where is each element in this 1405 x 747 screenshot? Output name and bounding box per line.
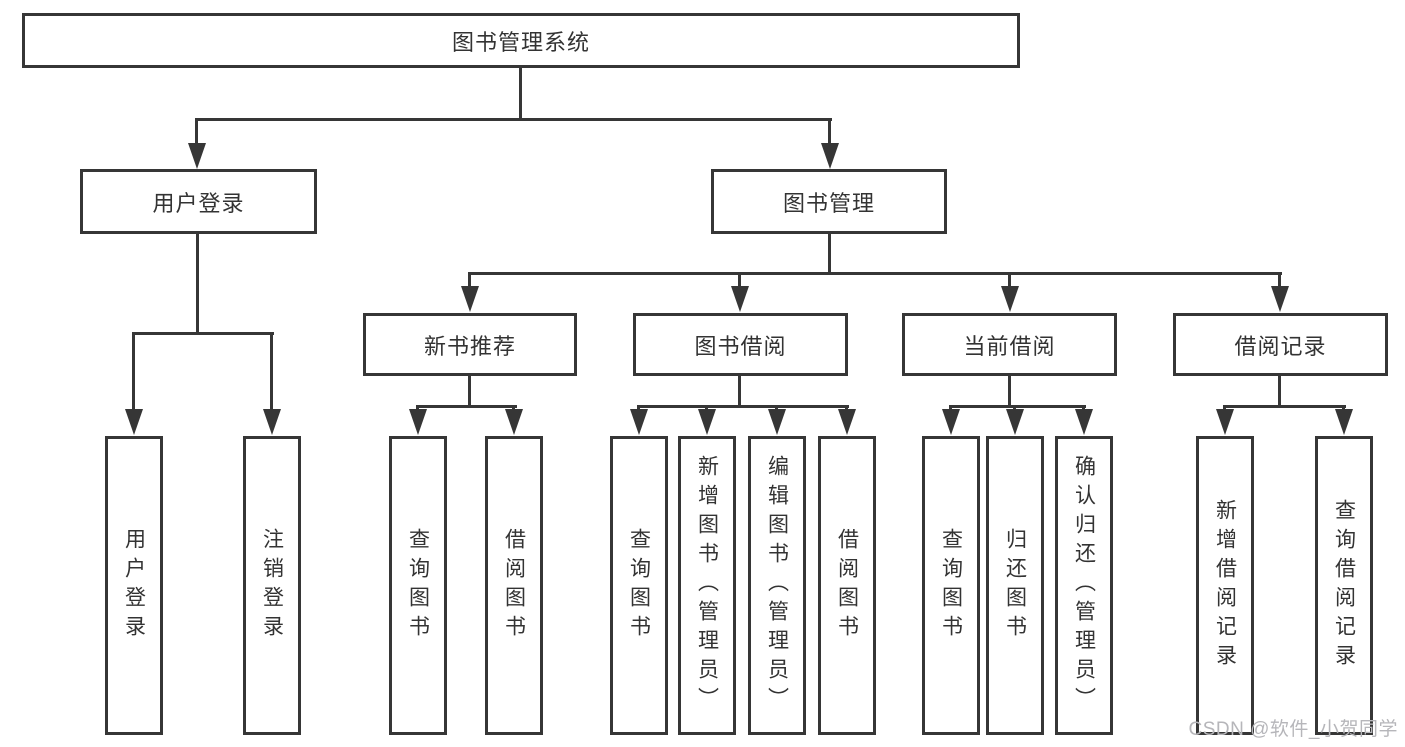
node-user-login-label: 用户登录 bbox=[152, 190, 245, 216]
connector-current-trunk bbox=[1008, 375, 1011, 408]
connector-root-trunk bbox=[519, 68, 522, 121]
connector-login-trunk bbox=[196, 233, 199, 335]
arrowhead-new-book-recommend bbox=[461, 286, 479, 312]
leaf-search-borrow-record: 查询借阅记录 bbox=[1315, 436, 1373, 735]
leaf-confirm-return-admin-label: 确认归还（管理员） bbox=[1072, 455, 1096, 716]
node-book-borrow-label: 图书借阅 bbox=[694, 333, 787, 359]
connector-login-drop-2 bbox=[270, 332, 273, 412]
leaf-recommend-search-book: 查询图书 bbox=[389, 436, 447, 735]
leaf-logout: 注销登录 bbox=[243, 436, 301, 735]
node-current-borrow: 当前借阅 bbox=[902, 313, 1117, 376]
leaf-add-borrow-record-label: 新增借阅记录 bbox=[1213, 498, 1237, 673]
connector-root-right-drop bbox=[828, 118, 831, 148]
node-new-book-recommend-label: 新书推荐 bbox=[423, 333, 516, 359]
node-current-borrow-label: 当前借阅 bbox=[963, 333, 1056, 359]
leaf-return-book-label: 归还图书 bbox=[1003, 527, 1027, 644]
connector-root-left-drop bbox=[195, 118, 198, 148]
leaf-borrow-book-label: 借阅图书 bbox=[835, 527, 859, 644]
leaf-borrow-search-book-label: 查询图书 bbox=[627, 527, 651, 644]
arrowhead-bookborrow-leaf-4 bbox=[838, 409, 856, 435]
leaf-borrow-book: 借阅图书 bbox=[818, 436, 876, 735]
leaf-borrow-search-book: 查询图书 bbox=[610, 436, 668, 735]
arrowhead-book-borrow bbox=[731, 286, 749, 312]
connector-mgmt-drop-1 bbox=[468, 272, 471, 290]
csdn-watermark: CSDN @软件_小贺同学 bbox=[1188, 719, 1398, 740]
connector-mgmt-drop-4 bbox=[1278, 272, 1281, 290]
leaf-return-book: 归还图书 bbox=[986, 436, 1044, 735]
leaf-add-book-admin-label: 新增图书（管理员） bbox=[695, 455, 719, 716]
leaf-recommend-search-book-label: 查询图书 bbox=[406, 527, 430, 644]
arrowhead-record-leaf-2 bbox=[1335, 409, 1353, 435]
connector-recommend-hbar bbox=[416, 405, 517, 408]
connector-recommend-trunk bbox=[468, 375, 471, 408]
arrowhead-leaf-user-login bbox=[125, 409, 143, 435]
node-root: 图书管理系统 bbox=[22, 13, 1020, 68]
leaf-current-search-book-label: 查询图书 bbox=[939, 527, 963, 644]
leaf-edit-book-admin-label: 编辑图书（管理员） bbox=[765, 455, 789, 716]
connector-bookborrow-hbar bbox=[637, 405, 849, 408]
arrowhead-current-leaf-2 bbox=[1006, 409, 1024, 435]
connector-current-hbar bbox=[949, 405, 1086, 408]
leaf-confirm-return-admin: 确认归还（管理员） bbox=[1055, 436, 1113, 735]
connector-mgmt-trunk bbox=[828, 233, 831, 275]
connector-mgmt-drop-3 bbox=[1008, 272, 1011, 290]
arrowhead-book-management bbox=[821, 143, 839, 169]
node-borrow-record-label: 借阅记录 bbox=[1234, 333, 1327, 359]
leaf-search-borrow-record-label: 查询借阅记录 bbox=[1332, 498, 1356, 673]
arrowhead-current-leaf-3 bbox=[1075, 409, 1093, 435]
arrowhead-record-leaf-1 bbox=[1216, 409, 1234, 435]
connector-login-drop-1 bbox=[132, 332, 135, 412]
leaf-recommend-borrow-book-label: 借阅图书 bbox=[502, 527, 526, 644]
connector-login-hbar bbox=[132, 332, 274, 335]
node-root-label: 图书管理系统 bbox=[451, 29, 590, 55]
arrowhead-current-borrow bbox=[1001, 286, 1019, 312]
node-new-book-recommend: 新书推荐 bbox=[363, 313, 577, 376]
connector-mgmt-drop-2 bbox=[738, 272, 741, 290]
node-book-management-label: 图书管理 bbox=[782, 190, 875, 216]
leaf-add-book-admin: 新增图书（管理员） bbox=[678, 436, 736, 735]
connector-mgmt-hbar bbox=[468, 272, 1282, 275]
leaf-add-borrow-record: 新增借阅记录 bbox=[1196, 436, 1254, 735]
arrowhead-user-login bbox=[188, 143, 206, 169]
leaf-recommend-borrow-book: 借阅图书 bbox=[485, 436, 543, 735]
arrowhead-current-leaf-1 bbox=[942, 409, 960, 435]
leaf-logout-label: 注销登录 bbox=[260, 527, 284, 644]
connector-record-hbar bbox=[1223, 405, 1346, 408]
leaf-current-search-book: 查询图书 bbox=[922, 436, 980, 735]
node-book-management: 图书管理 bbox=[711, 169, 947, 234]
connector-bookborrow-trunk bbox=[738, 375, 741, 408]
node-user-login: 用户登录 bbox=[80, 169, 317, 234]
node-book-borrow: 图书借阅 bbox=[633, 313, 848, 376]
arrowhead-bookborrow-leaf-3 bbox=[768, 409, 786, 435]
arrowhead-bookborrow-leaf-1 bbox=[630, 409, 648, 435]
arrowhead-recommend-leaf-2 bbox=[505, 409, 523, 435]
leaf-user-login: 用户登录 bbox=[105, 436, 163, 735]
connector-root-hbar bbox=[195, 118, 832, 121]
arrowhead-recommend-leaf-1 bbox=[409, 409, 427, 435]
arrowhead-bookborrow-leaf-2 bbox=[698, 409, 716, 435]
arrowhead-borrow-record bbox=[1271, 286, 1289, 312]
arrowhead-leaf-logout bbox=[263, 409, 281, 435]
leaf-user-login-label: 用户登录 bbox=[122, 527, 146, 644]
node-borrow-record: 借阅记录 bbox=[1173, 313, 1388, 376]
leaf-edit-book-admin: 编辑图书（管理员） bbox=[748, 436, 806, 735]
connector-record-trunk bbox=[1278, 375, 1281, 408]
